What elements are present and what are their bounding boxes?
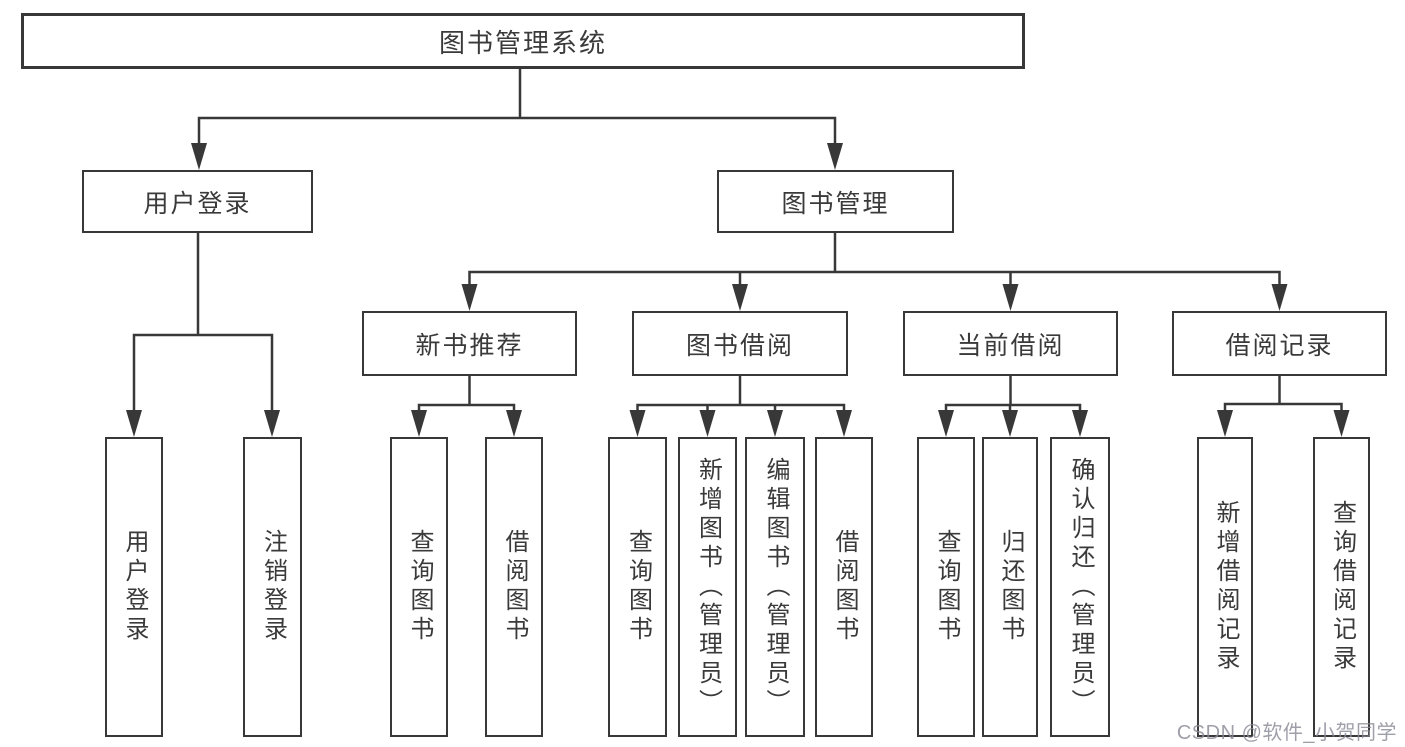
leaf-query-books-recommend: 查询图书	[390, 437, 448, 737]
node-label: 借阅图书	[831, 529, 858, 645]
node-label: 借阅记录	[1225, 331, 1334, 360]
node-label: 归还图书	[997, 529, 1024, 645]
node-label: 查询图书	[933, 529, 960, 645]
node-label: 图书管理系统	[438, 27, 607, 58]
node-label: 注销登录	[259, 529, 287, 645]
node-label: 查询图书	[406, 529, 433, 645]
leaf-query-borrow-record: 查询借阅记录	[1313, 437, 1370, 737]
leaf-borrow-books: 借阅图书	[815, 437, 873, 737]
leaf-edit-books-admin: 编辑图书（管理员）	[745, 437, 805, 737]
node-new-book-recommend: 新书推荐	[362, 311, 577, 376]
leaf-user-login: 用户登录	[105, 437, 163, 737]
node-label: 新增借阅记录	[1212, 500, 1239, 674]
csdn-watermark: CSDN @软件_小贺同学	[1176, 722, 1397, 744]
node-label: 新增图书（管理员）	[694, 456, 722, 718]
arrowhead-icons	[126, 143, 1350, 437]
node-label: 当前借阅	[956, 331, 1065, 360]
node-label: 用户登录	[121, 529, 148, 645]
leaf-borrow-books-recommend: 借阅图书	[485, 437, 543, 737]
leaf-confirm-return-admin: 确认归还（管理员）	[1050, 437, 1110, 737]
leaf-query-books-borrowing: 查询图书	[608, 437, 667, 737]
node-current-borrowing: 当前借阅	[903, 311, 1118, 376]
node-label: 借阅图书	[501, 529, 528, 645]
node-user-login-branch: 用户登录	[82, 170, 313, 233]
leaf-add-books-admin: 新增图书（管理员）	[678, 437, 737, 737]
node-label: 用户登录	[143, 189, 252, 218]
leaf-logout: 注销登录	[243, 437, 302, 737]
node-label: 图书管理	[781, 189, 890, 218]
leaf-add-borrow-record: 新增借阅记录	[1197, 437, 1253, 737]
node-book-borrowing: 图书借阅	[632, 311, 848, 376]
node-label: 编辑图书（管理员）	[762, 456, 789, 718]
node-label: 查询借阅记录	[1328, 500, 1356, 674]
node-library-system: 图书管理系统	[21, 13, 1025, 69]
node-label: 新书推荐	[415, 331, 524, 360]
node-label: 图书借阅	[685, 331, 794, 360]
node-label: 查询图书	[624, 529, 652, 645]
node-label: 确认归还（管理员）	[1067, 456, 1094, 718]
node-borrowing-records: 借阅记录	[1172, 311, 1387, 376]
leaf-query-books-current: 查询图书	[917, 437, 975, 737]
leaf-return-books: 归还图书	[982, 437, 1038, 737]
node-book-management: 图书管理	[717, 170, 954, 233]
